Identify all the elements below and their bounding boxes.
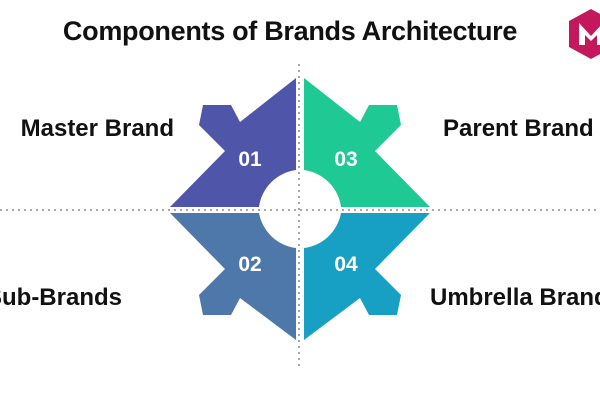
quadrant-04: 04 (304, 213, 430, 340)
quadrant-03-arrow-shape (304, 78, 430, 207)
hexagon-m-logo-icon (569, 9, 600, 59)
quadrant-01-arrow-shape (170, 78, 296, 207)
quadrant-02-arrow-shape (170, 213, 296, 340)
quadrant-01-number: 01 (238, 148, 262, 171)
label-sub-brands: Sub-Brands (0, 284, 122, 311)
quadrant-03: 03 (304, 78, 430, 207)
quadrant-01: 01 (170, 78, 296, 207)
quadrant-02: 02 (170, 213, 296, 340)
label-master-brand: Master Brand (20, 115, 174, 142)
quadrant-04-number: 04 (334, 253, 358, 276)
quadrant-03-number: 03 (334, 148, 357, 171)
page-title: Components of Brands Architecture (62, 16, 518, 46)
label-umbrella-brand: Umbrella Brand (430, 284, 600, 311)
quadrant-04-arrow-shape (304, 213, 430, 340)
quadrant-02-number: 02 (238, 253, 261, 276)
label-parent-brand: Parent Brand (443, 115, 594, 142)
